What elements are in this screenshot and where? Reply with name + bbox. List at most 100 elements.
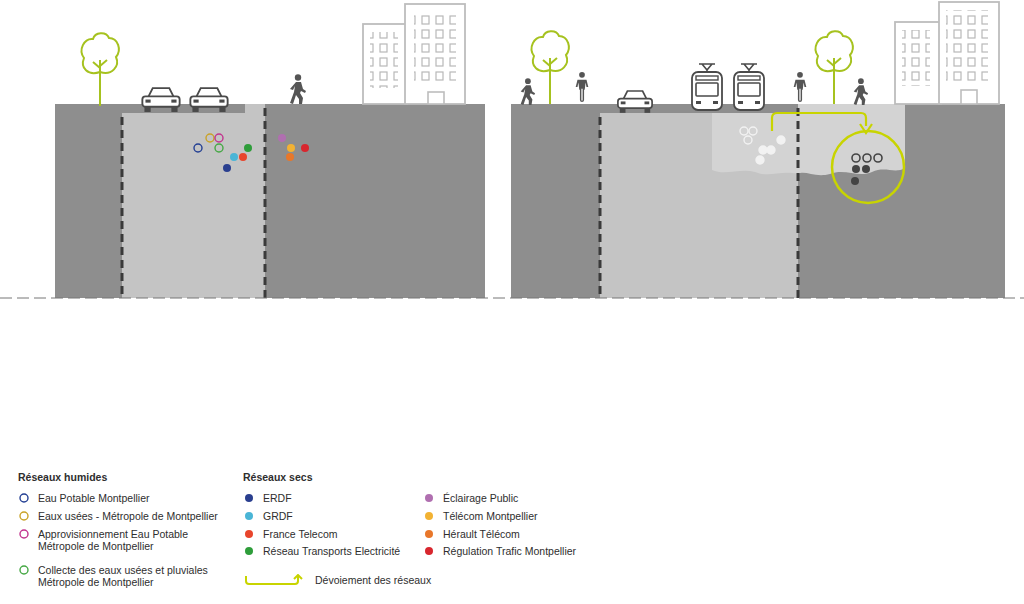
ground-limit-lines-part (121, 117, 124, 298)
legend-text: France Telecom (263, 528, 338, 540)
building-part (902, 30, 930, 86)
legend-text: Éclairage Public (443, 492, 518, 504)
street-icons-part (532, 31, 569, 104)
legend-swatch (423, 545, 435, 557)
street-icons-part (142, 88, 179, 112)
legend-swatch (243, 510, 255, 522)
diverted-networks-part (862, 165, 870, 173)
street-icons-part (576, 72, 589, 101)
existing-networks-part (287, 144, 295, 152)
legend-swatch (423, 492, 435, 504)
legend-heading: Réseaux secs (243, 471, 312, 483)
old-network-positions-part (777, 136, 785, 144)
old-network-positions (740, 127, 785, 164)
building-part (363, 24, 407, 104)
existing-networks-part (244, 144, 252, 152)
legend-swatch (243, 492, 255, 504)
diverted-networks (832, 131, 904, 203)
right-ground-part (511, 104, 1005, 298)
diversion-line (246, 576, 298, 584)
old-network-positions-part (744, 136, 752, 144)
legend-item: Télécom Montpellier (423, 510, 538, 522)
existing-networks-part (278, 134, 286, 142)
street-icons-part (692, 64, 722, 110)
existing-networks-part (215, 134, 223, 142)
legend-swatch-dot (20, 530, 28, 538)
left-ground-part (122, 113, 265, 298)
legend-text: Approvisionnement Eau Potable Métropole … (38, 528, 213, 552)
diverted-networks-part (874, 154, 882, 162)
building-part (961, 90, 977, 104)
old-network-positions-part (740, 127, 748, 135)
legend-text: Collecte des eaux usées et pluviales Mét… (38, 564, 223, 588)
legend-swatch (18, 510, 30, 522)
right-ground-part (712, 104, 905, 175)
legend-swatch (423, 510, 435, 522)
legend-item: Dévoiement des réseaux (243, 574, 431, 588)
street-icons-part (618, 91, 652, 113)
left-ground-part (245, 104, 265, 113)
diversion-arrow-part (772, 113, 866, 131)
building-part (370, 32, 398, 88)
existing-networks-part (239, 153, 247, 161)
legend-item: Éclairage Public (423, 492, 518, 504)
diverted-networks-part (852, 165, 860, 173)
legend-swatch-dot (425, 512, 433, 520)
diverted-networks-part (851, 177, 859, 185)
existing-networks-part (206, 134, 214, 142)
existing-networks (194, 134, 309, 172)
legend-swatch-dot (245, 530, 253, 538)
legend-text: GRDF (263, 510, 293, 522)
building-part (895, 22, 941, 104)
street-icons-part (734, 64, 764, 110)
legend-text: Réseau Transports Electricité (263, 545, 400, 557)
old-network-positions-part (756, 156, 764, 164)
legend-text: Télécom Montpellier (443, 510, 538, 522)
left-ground (55, 104, 485, 298)
legend-swatch (18, 528, 30, 540)
building-part (939, 2, 999, 104)
building (363, 4, 465, 104)
existing-networks-part (215, 144, 223, 152)
diversion-arrow-part (860, 124, 872, 133)
legend-swatch-dot (245, 547, 253, 555)
legend-item: Régulation Trafic Montpellier (423, 545, 576, 557)
building (895, 2, 999, 104)
old-network-positions-part (767, 146, 775, 154)
legend-text: Eaux usées - Métropole de Montpellier (38, 510, 218, 522)
left-ground-part (55, 104, 485, 298)
legend-item: Collecte des eaux usées et pluviales Mét… (18, 564, 223, 588)
legend-swatch-dot (20, 512, 28, 520)
street-icons-part (794, 72, 807, 101)
legend-swatch-dot (245, 494, 253, 502)
legend-item: Eaux usées - Métropole de Montpellier (18, 510, 218, 522)
legend-swatch-dot (425, 530, 433, 538)
legend-item: GRDF (243, 510, 293, 522)
legend-text: Régulation Trafic Montpellier (443, 545, 576, 557)
ground-limit-lines-part (599, 117, 602, 298)
diverted-networks-part (832, 131, 904, 203)
legend-item: Eau Potable Montpellier (18, 492, 150, 504)
right-ground (511, 104, 1005, 298)
street-icons-part (82, 33, 119, 106)
legend-text: Dévoiement des réseaux (315, 574, 431, 586)
legend-swatch (18, 492, 30, 504)
street-icons-part (290, 74, 306, 104)
existing-networks-part (286, 153, 294, 161)
legend-item: ERDF (243, 492, 292, 504)
street-icons-part (854, 78, 868, 105)
building-part (428, 92, 444, 104)
legend-swatch-dot (425, 494, 433, 502)
legend-heading: Réseaux humides (18, 471, 107, 483)
legend-text: ERDF (263, 492, 292, 504)
diverted-networks-part (852, 154, 860, 162)
legend-swatch-dot (20, 566, 28, 574)
diversion-arrow (772, 113, 872, 133)
diverted-networks-part (863, 154, 871, 162)
ground-limit-lines (122, 108, 798, 298)
legend-item: Hérault Télécom (423, 528, 520, 540)
diversion-head (294, 575, 302, 579)
legend-item: France Telecom (243, 528, 338, 540)
ground-limit-lines-part (264, 108, 267, 298)
street-icons-part (190, 88, 227, 112)
